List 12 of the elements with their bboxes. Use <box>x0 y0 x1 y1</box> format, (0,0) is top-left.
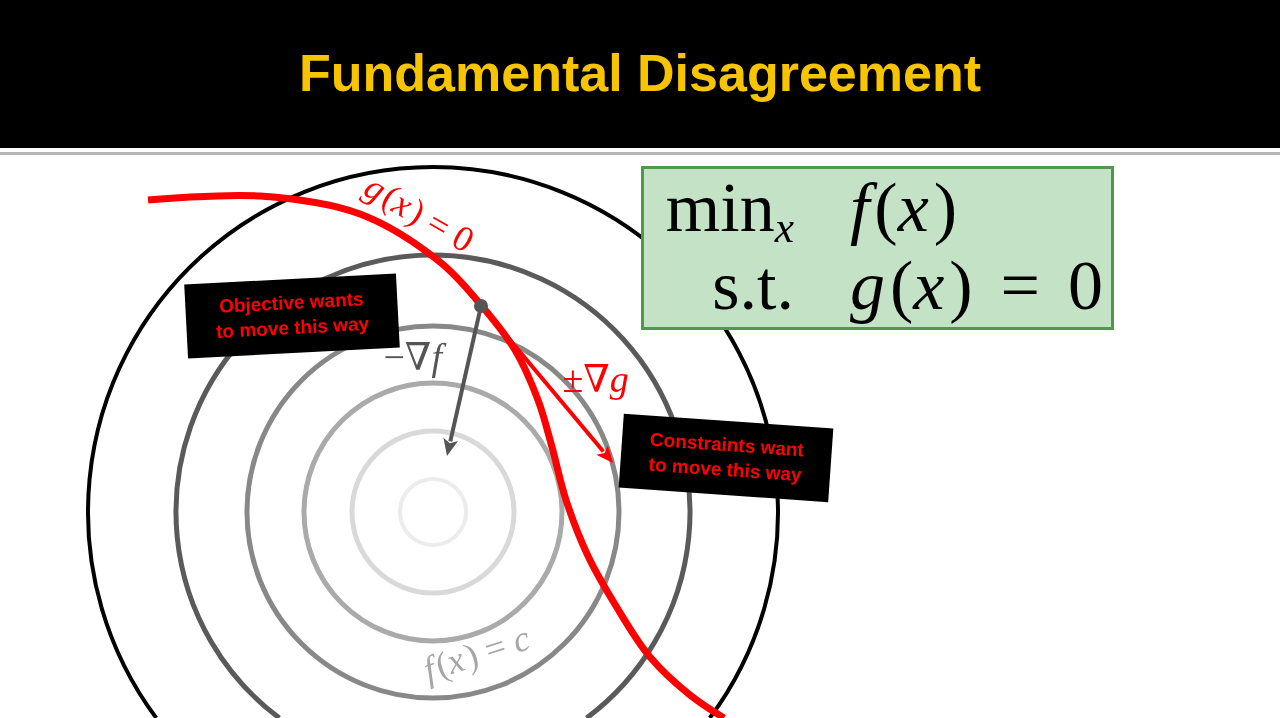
callout-text: Constraints want to move this way <box>647 428 806 488</box>
formula-text: g(x) = 0 <box>850 247 1103 325</box>
callout-text: Objective wants to move this way <box>214 287 371 344</box>
slide-title: Fundamental Disagreement <box>299 45 981 103</box>
formula-text: s.t. <box>712 247 794 325</box>
formula-panel <box>641 166 1114 330</box>
gradient-label: −∇f <box>383 337 445 379</box>
curve-equation-label: g(x) = 0 <box>357 167 481 261</box>
gradient-label: ±∇g <box>562 359 630 401</box>
formula-text: f(x) <box>850 169 957 247</box>
contour-equation-label: f(x) = c <box>418 617 536 691</box>
formula-text: min$_{x}$ <box>665 169 794 247</box>
